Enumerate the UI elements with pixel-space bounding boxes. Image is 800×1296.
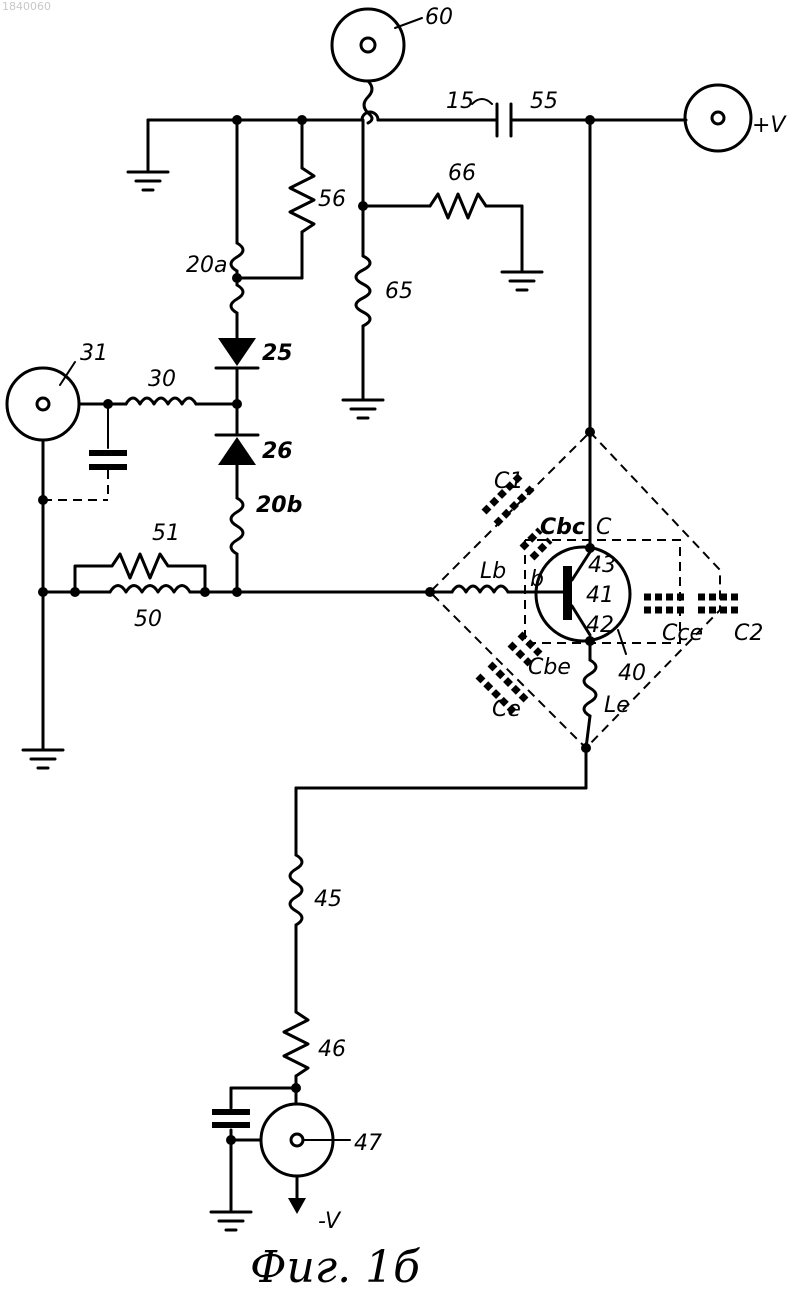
- label-41: 41: [586, 583, 614, 608]
- label-40: 40: [618, 661, 646, 686]
- label-66: 66: [448, 161, 476, 186]
- transistor-network: [430, 120, 740, 748]
- connector-60: [332, 9, 422, 123]
- label-65: 65: [385, 279, 413, 304]
- top-rail: [148, 112, 686, 120]
- connector-31: [7, 362, 79, 440]
- ground-symbol-left: [23, 750, 63, 768]
- label-20b: 20b: [256, 493, 302, 518]
- label-50: 50: [134, 607, 162, 632]
- terminal-plus-v: [685, 85, 751, 151]
- label-c: C: [596, 515, 612, 540]
- label-26: 26: [262, 439, 293, 464]
- label-le: Le: [604, 693, 630, 718]
- label-lb: Lb: [480, 559, 506, 584]
- label-56: 56: [318, 187, 346, 212]
- label-20a: 20a: [186, 253, 227, 278]
- label-42: 42: [586, 613, 614, 638]
- label-plus-v: +V: [752, 113, 787, 138]
- label-45: 45: [314, 887, 342, 912]
- label-47: 47: [354, 1131, 382, 1156]
- label-c2: C2: [734, 621, 763, 646]
- label-cce: Cce: [662, 621, 703, 646]
- label-c1: C1: [494, 469, 523, 494]
- label-51: 51: [152, 521, 180, 546]
- label-25: 25: [262, 341, 293, 366]
- label-b: b: [530, 567, 544, 592]
- capacitor-cce: [644, 597, 684, 610]
- label-31: 31: [80, 341, 108, 366]
- inductor-30-line: [43, 398, 237, 748]
- figure-caption: Фиг. 1б: [250, 1242, 420, 1293]
- label-60: 60: [425, 5, 453, 30]
- resistor-56: [237, 120, 314, 278]
- diode-string: [216, 120, 258, 592]
- ground-symbol-top-left: [128, 120, 168, 190]
- watermark-text: 1840060: [2, 0, 51, 13]
- capacitor-15-55: [472, 99, 511, 136]
- branch-65-66: [343, 120, 542, 418]
- label-46: 46: [318, 1037, 346, 1062]
- label-43: 43: [588, 553, 616, 578]
- junction-dots: [38, 115, 595, 1145]
- label-55: 55: [530, 89, 558, 114]
- label-30: 30: [148, 367, 176, 392]
- label-ce: Ce: [492, 697, 521, 722]
- label-cbe: Cbe: [528, 655, 571, 680]
- label-15: 15: [446, 89, 474, 114]
- label-minus-v: -V: [318, 1209, 342, 1234]
- label-cbc: Cbc: [540, 515, 585, 540]
